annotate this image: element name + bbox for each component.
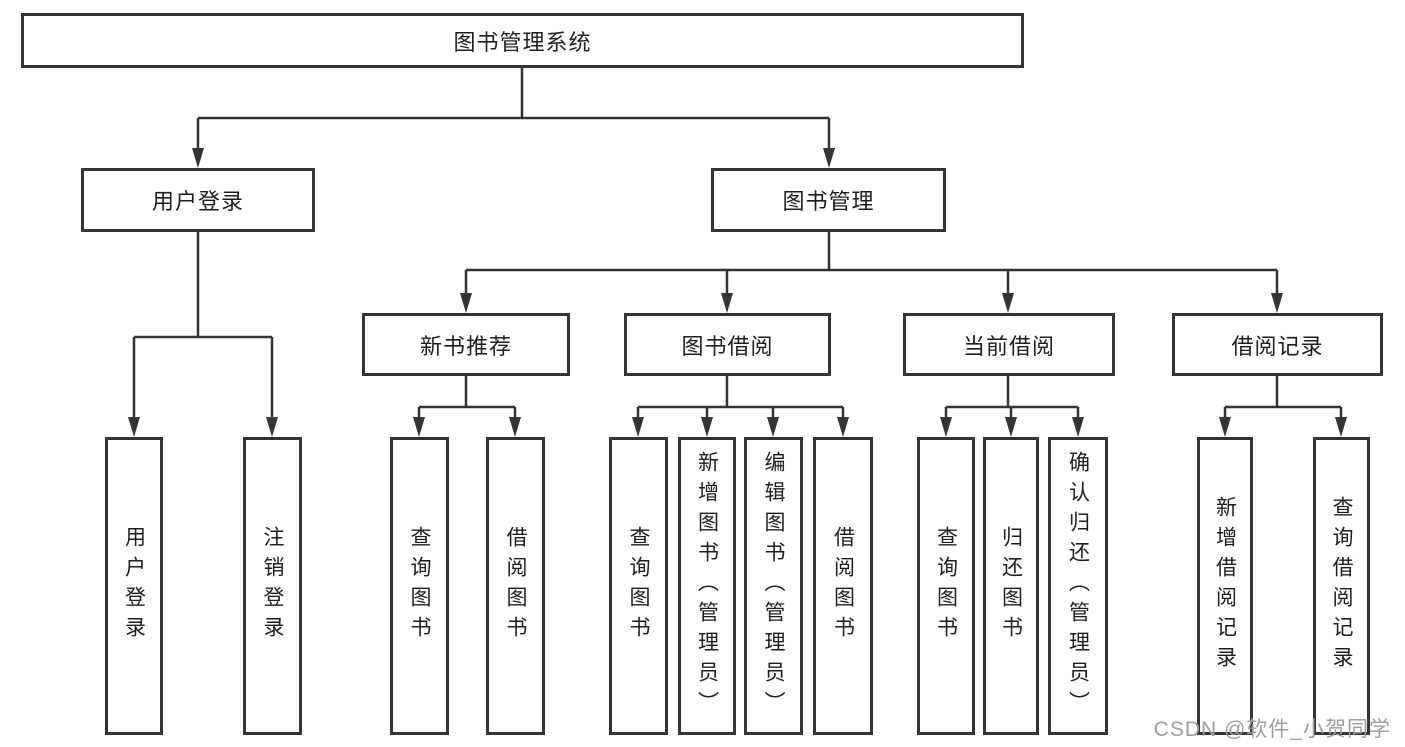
leaf-borrowing-edit-books-admin: 编辑图书（管理员） [744, 437, 803, 735]
node-user-login-label: 用户登录 [151, 189, 244, 214]
leaf-borrowing-query-books-label: 查询图书 [627, 526, 650, 646]
node-book-borrowing-label: 图书借阅 [681, 333, 774, 359]
leaf-recommend-borrow-books: 借阅图书 [486, 437, 545, 735]
connector-path [132, 68, 1343, 419]
leaf-records-add-record-label: 新增借阅记录 [1213, 496, 1237, 676]
leaf-borrowing-borrow-books: 借阅图书 [813, 437, 873, 735]
leaf-current-query-books-label: 查询图书 [934, 526, 958, 646]
leaf-current-query-books: 查询图书 [917, 437, 975, 735]
leaf-records-query-record: 查询借阅记录 [1313, 437, 1370, 735]
node-new-book-recommend: 新书推荐 [362, 313, 570, 376]
node-borrowing-records: 借阅记录 [1172, 313, 1383, 376]
node-user-login: 用户登录 [81, 168, 315, 232]
node-book-management-label: 图书管理 [782, 189, 875, 214]
node-library-system-label: 图书管理系统 [453, 29, 592, 55]
leaf-borrowing-edit-books-admin-label: 编辑图书（管理员） [762, 451, 785, 721]
node-current-borrowing: 当前借阅 [903, 313, 1115, 376]
leaf-logout-label: 注销登录 [261, 526, 284, 646]
leaf-current-confirm-return-admin-label: 确认归还（管理员） [1066, 451, 1090, 721]
node-borrowing-records-label: 借阅记录 [1231, 333, 1324, 359]
leaf-recommend-query-books-label: 查询图书 [408, 526, 431, 646]
leaf-records-query-record-label: 查询借阅记录 [1330, 496, 1353, 676]
node-book-borrowing: 图书借阅 [624, 313, 831, 376]
node-library-system: 图书管理系统 [21, 13, 1024, 68]
leaf-logout: 注销登录 [243, 437, 302, 735]
leaf-current-return-books: 归还图书 [983, 437, 1039, 735]
node-book-management: 图书管理 [711, 168, 946, 232]
node-new-book-recommend-label: 新书推荐 [419, 333, 512, 359]
leaf-current-return-books-label: 归还图书 [999, 526, 1023, 646]
leaf-user-login-label: 用户登录 [122, 526, 146, 646]
leaf-borrowing-borrow-books-label: 借阅图书 [831, 526, 855, 646]
leaf-borrowing-query-books: 查询图书 [609, 437, 668, 735]
leaf-user-login: 用户登录 [105, 437, 163, 735]
leaf-borrowing-add-books-admin: 新增图书（管理员） [678, 437, 736, 735]
leaf-borrowing-add-books-admin-label: 新增图书（管理员） [695, 451, 719, 721]
node-current-borrowing-label: 当前借阅 [962, 333, 1055, 359]
leaf-recommend-query-books: 查询图书 [390, 437, 449, 735]
leaf-recommend-borrow-books-label: 借阅图书 [504, 526, 527, 646]
leaf-current-confirm-return-admin: 确认归还（管理员） [1048, 437, 1108, 735]
leaf-records-add-record: 新增借阅记录 [1197, 437, 1253, 735]
